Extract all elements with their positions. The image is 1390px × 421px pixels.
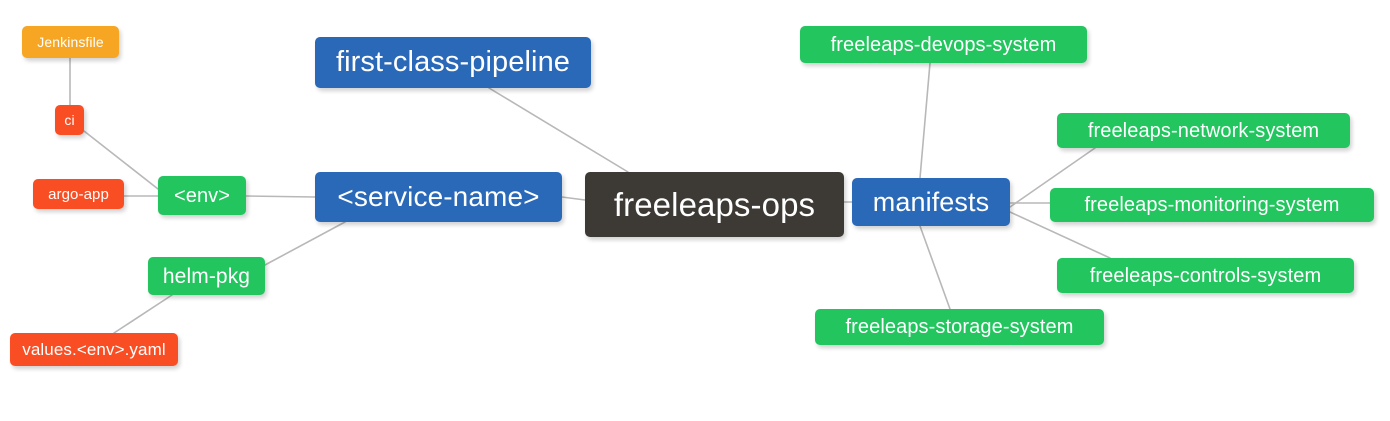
mindmap-node-freeleaps-storage-system[interactable]: freeleaps-storage-system — [815, 309, 1104, 345]
mindmap-node-label: Jenkinsfile — [37, 34, 104, 50]
edge-manifests-to-freeleaps-devops-system — [919, 62, 931, 179]
mindmap-node-argo-app[interactable]: argo-app — [33, 179, 124, 209]
mindmap-node-label: ci — [64, 112, 75, 128]
mindmap-node-label: <env> — [173, 184, 231, 207]
mindmap-node-helm-pkg[interactable]: helm-pkg — [148, 257, 265, 295]
mindmap-node-label: freeleaps-network-system — [1087, 119, 1320, 142]
edge-helm-pkg-to-service-name — [264, 221, 346, 266]
mindmap-node-label: argo-app — [48, 185, 109, 203]
mindmap-node-label: values.<env>.yaml — [22, 340, 166, 359]
mindmap-node-service-name[interactable]: <service-name> — [315, 172, 562, 222]
mindmap-node-freeleaps-controls-system[interactable]: freeleaps-controls-system — [1057, 258, 1354, 293]
mindmap-node-freeleaps-monitoring-system[interactable]: freeleaps-monitoring-system — [1050, 188, 1374, 222]
mindmap-node-manifests[interactable]: manifests — [852, 178, 1010, 226]
mindmap-node-freeleaps-ops[interactable]: freeleaps-ops — [585, 172, 844, 237]
mindmap-node-values-yaml[interactable]: values.<env>.yaml — [10, 333, 178, 366]
mindmap-node-freeleaps-devops-system[interactable]: freeleaps-devops-system — [800, 26, 1087, 63]
edge-env-to-service-name — [245, 195, 316, 198]
edge-values-yaml-to-helm-pkg — [113, 294, 173, 334]
mindmap-node-env[interactable]: <env> — [158, 176, 246, 215]
mindmap-node-label: freeleaps-monitoring-system — [1084, 194, 1340, 216]
mindmap-node-label: manifests — [872, 186, 990, 217]
mindmap-node-first-class-pipeline[interactable]: first-class-pipeline — [315, 37, 591, 88]
mindmap-node-label: helm-pkg — [162, 264, 251, 288]
mindmap-node-label: <service-name> — [337, 181, 540, 212]
mindmap-node-jenkinsfile[interactable]: Jenkinsfile — [22, 26, 119, 58]
mindmap-node-label: freeleaps-devops-system — [830, 33, 1057, 56]
mindmap-node-freeleaps-network-system[interactable]: freeleaps-network-system — [1057, 113, 1350, 148]
edge-service-name-to-freeleaps-ops — [561, 196, 586, 201]
mindmap-node-label: first-class-pipeline — [335, 46, 571, 78]
mindmap-node-label: freeleaps-ops — [613, 186, 816, 223]
edge-first-class-pipeline-to-freeleaps-ops — [488, 87, 629, 173]
edge-manifests-to-freeleaps-storage-system — [919, 225, 951, 310]
mindmap-node-label: freeleaps-controls-system — [1089, 264, 1322, 287]
mindmap-node-ci[interactable]: ci — [55, 105, 84, 135]
mindmap-node-label: freeleaps-storage-system — [845, 316, 1074, 338]
